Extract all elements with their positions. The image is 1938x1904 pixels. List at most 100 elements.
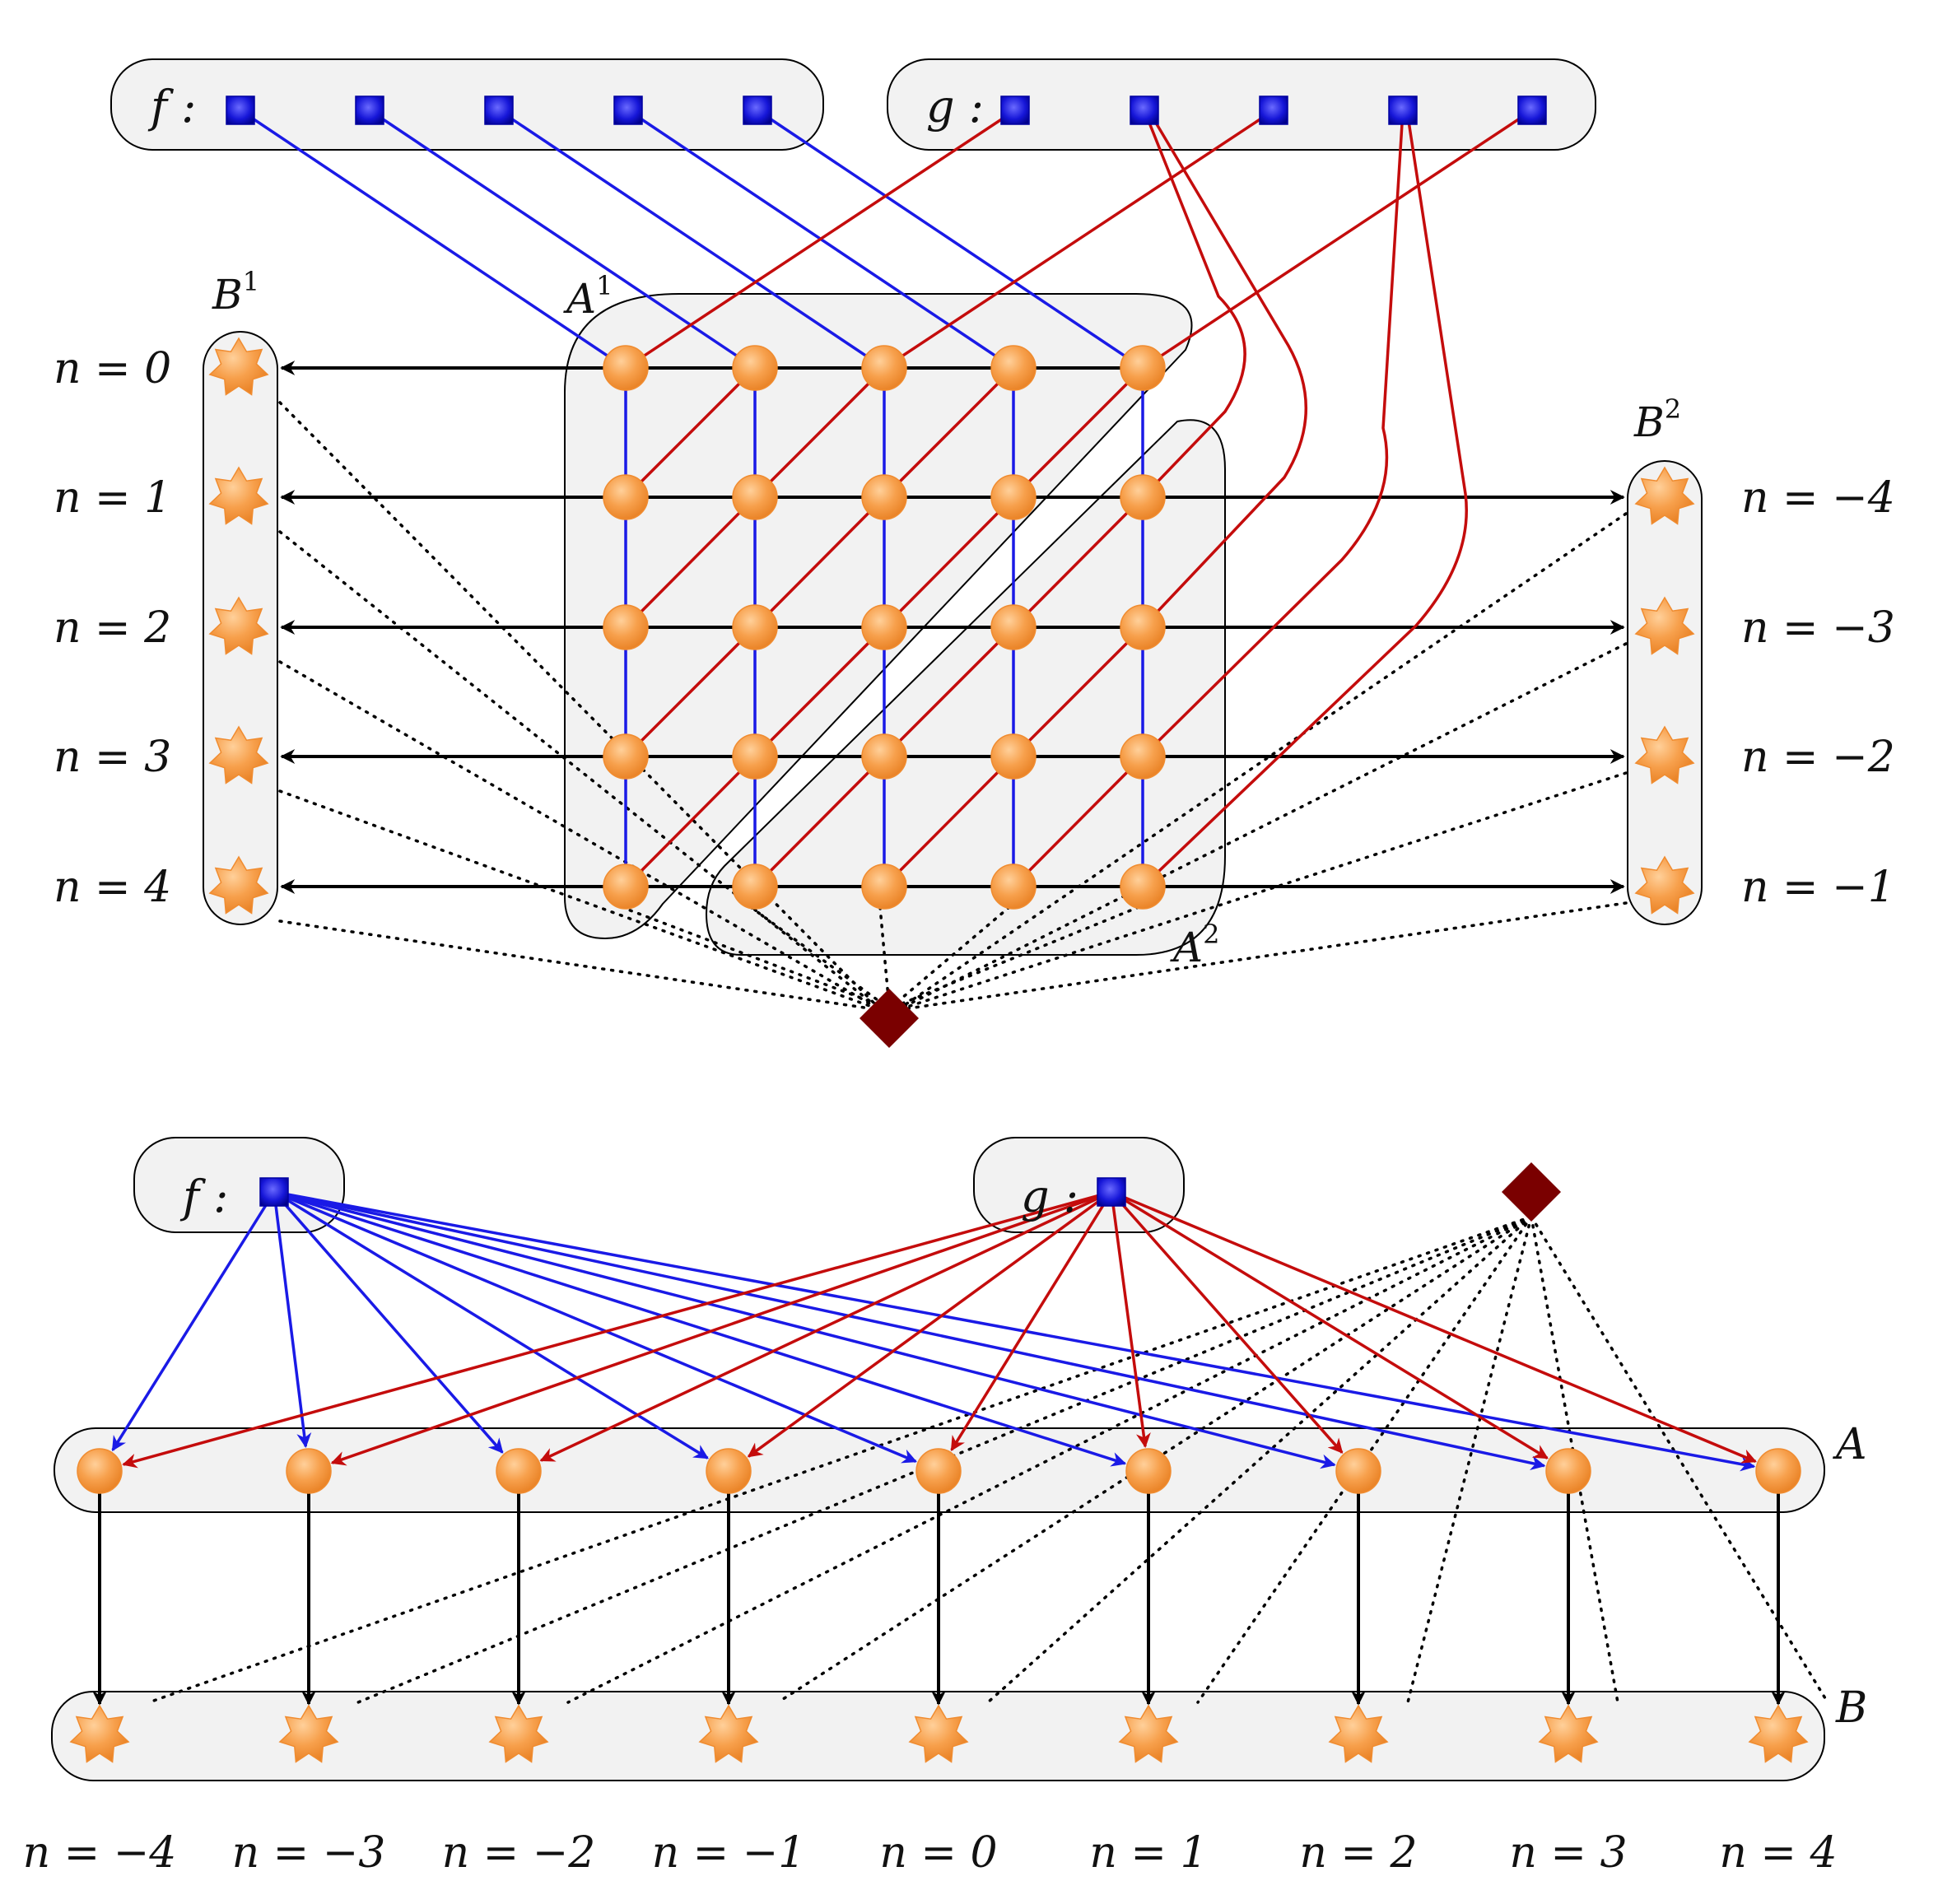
top-f-square-1 [355, 95, 384, 125]
bottom-dotted-6 [1406, 1215, 1533, 1704]
bottom-B-star-7 [1538, 1704, 1599, 1763]
top-g-link-2 [883, 109, 1274, 370]
top-B1-star-3 [208, 725, 269, 784]
top-f-link-2 [498, 109, 885, 370]
top-grid-diag-1-1 [753, 366, 886, 499]
top-g-square-1 [1130, 95, 1159, 125]
bottom-col-1: n = −3 [232, 1828, 386, 1878]
top-grid-diag-3-2 [1012, 496, 1144, 629]
top-g-square-2 [1259, 95, 1288, 125]
top-dotted-left-4 [278, 919, 883, 1012]
top-A2-box [705, 419, 1226, 956]
top-f-square-2 [484, 95, 514, 125]
bottom-col-5: n = 1 [1089, 1828, 1207, 1878]
bottom-A-node-5 [1125, 1448, 1172, 1494]
top-grid-diag-1-4 [753, 755, 886, 888]
top-g-link-4 [1142, 109, 1533, 370]
bottom-A-node-7 [1545, 1448, 1591, 1494]
bottom-f-square [259, 1177, 289, 1207]
bottom-g-arrow-4 [950, 1191, 1113, 1452]
bottom-B-star-5 [1118, 1704, 1179, 1763]
bottom-g-arrow-3 [747, 1190, 1113, 1458]
graph-nodes [69, 95, 1809, 1763]
bottom-g-label: g : [1021, 1171, 1078, 1222]
top-grid-diag-0-2 [624, 496, 757, 629]
top-grid-node-1-1 [732, 474, 778, 520]
top-grid-node-4-2 [861, 864, 907, 910]
top-grid-node-1-4 [1120, 474, 1166, 520]
top-B2-label: B2 [1633, 393, 1681, 446]
top-g-square-4 [1517, 95, 1547, 125]
top-grid-node-4-0 [603, 864, 649, 910]
top-right-row-0: n = −4 [1741, 473, 1895, 523]
top-grid-diag-1-2 [753, 496, 886, 629]
bottom-f-arrow-5 [273, 1190, 1127, 1467]
top-right-row-1: n = −3 [1741, 603, 1895, 653]
bottom-A-node-8 [1755, 1448, 1801, 1494]
top-grid-node-0-4 [1120, 345, 1166, 391]
top-f-square-4 [743, 95, 772, 125]
top-grid-node-0-1 [732, 345, 778, 391]
top-dotted-grid-4 [892, 905, 1140, 1008]
top-f-square-0 [226, 95, 255, 125]
top-g-link-3b [1141, 109, 1468, 888]
top-grid-diag-2-2 [883, 496, 1015, 629]
top-grid-diag-1-3 [753, 626, 886, 758]
top-grid-node-2-0 [603, 604, 649, 650]
bottom-f-arrow-8 [273, 1190, 1756, 1472]
top-dotted-grid-3 [890, 905, 1011, 1008]
top-dotted-grid-1 [749, 905, 888, 1008]
top-g-link-1 [1141, 109, 1246, 499]
top-B1-star-1 [208, 466, 269, 525]
top-left-row-2: n = 2 [54, 603, 171, 653]
top-f-square-3 [613, 95, 643, 125]
top-B2-star-0 [1634, 466, 1695, 525]
bottom-A-label: A [1833, 1420, 1867, 1469]
bottom-B-star-2 [488, 1704, 549, 1763]
bottom-B-star-0 [69, 1704, 130, 1763]
top-B1-star-4 [208, 855, 269, 915]
bottom-B-star-8 [1748, 1704, 1809, 1763]
top-dotted-right-2 [896, 771, 1628, 1012]
bottom-g-arrow-1 [330, 1190, 1112, 1466]
bottom-col-7: n = 3 [1509, 1828, 1627, 1878]
edge-lines [92, 109, 1786, 1706]
bottom-dotted-0 [147, 1215, 1533, 1704]
top-g-label: g : [926, 81, 984, 133]
bottom-g-arrow-5 [1110, 1191, 1151, 1449]
bottom-A-node-2 [496, 1448, 542, 1494]
top-f-link-4 [757, 109, 1144, 370]
top-grid-diag-2-1 [883, 366, 1015, 499]
top-grid-node-4-3 [990, 864, 1037, 910]
bottom-f-arrow-2 [273, 1190, 504, 1454]
top-grid-diag-3-3 [1012, 626, 1144, 758]
bottom-col-2: n = −2 [442, 1828, 596, 1878]
top-B1-star-2 [208, 596, 269, 655]
top-grid-node-1-3 [990, 474, 1037, 520]
bottom-dotted-5 [1196, 1215, 1533, 1704]
bottom-A-node-3 [706, 1448, 752, 1494]
top-grid-node-2-3 [990, 604, 1037, 650]
bottom-f-arrow-1 [273, 1191, 312, 1449]
bottom-dotted-4 [986, 1215, 1533, 1704]
bottom-B-label: B [1835, 1683, 1867, 1733]
top-left-row-4: n = 4 [54, 863, 171, 912]
bottom-B-star-3 [698, 1704, 759, 1763]
top-grid-node-3-4 [1120, 733, 1166, 780]
top-grid-diag-0-1 [624, 366, 757, 499]
top-B2-box [1627, 460, 1703, 925]
top-grid-node-1-2 [861, 474, 907, 520]
top-grid-node-2-2 [861, 604, 907, 650]
bottom-A-node-4 [915, 1448, 962, 1494]
bottom-A-node-1 [286, 1448, 332, 1494]
top-grid-node-0-2 [861, 345, 907, 391]
top-dotted-grid-0 [620, 905, 886, 1008]
top-dotted-left-2 [278, 660, 883, 1012]
top-grid-diag-2-4 [883, 755, 1015, 888]
bottom-g-arrow-0 [122, 1190, 1112, 1469]
bottom-A-node-6 [1335, 1448, 1381, 1494]
bottom-col-3: n = −1 [652, 1828, 806, 1878]
bottom-col-6: n = 2 [1299, 1828, 1417, 1878]
top-grid-diag-0-4 [624, 755, 757, 888]
top-grid-node-0-0 [603, 345, 649, 391]
